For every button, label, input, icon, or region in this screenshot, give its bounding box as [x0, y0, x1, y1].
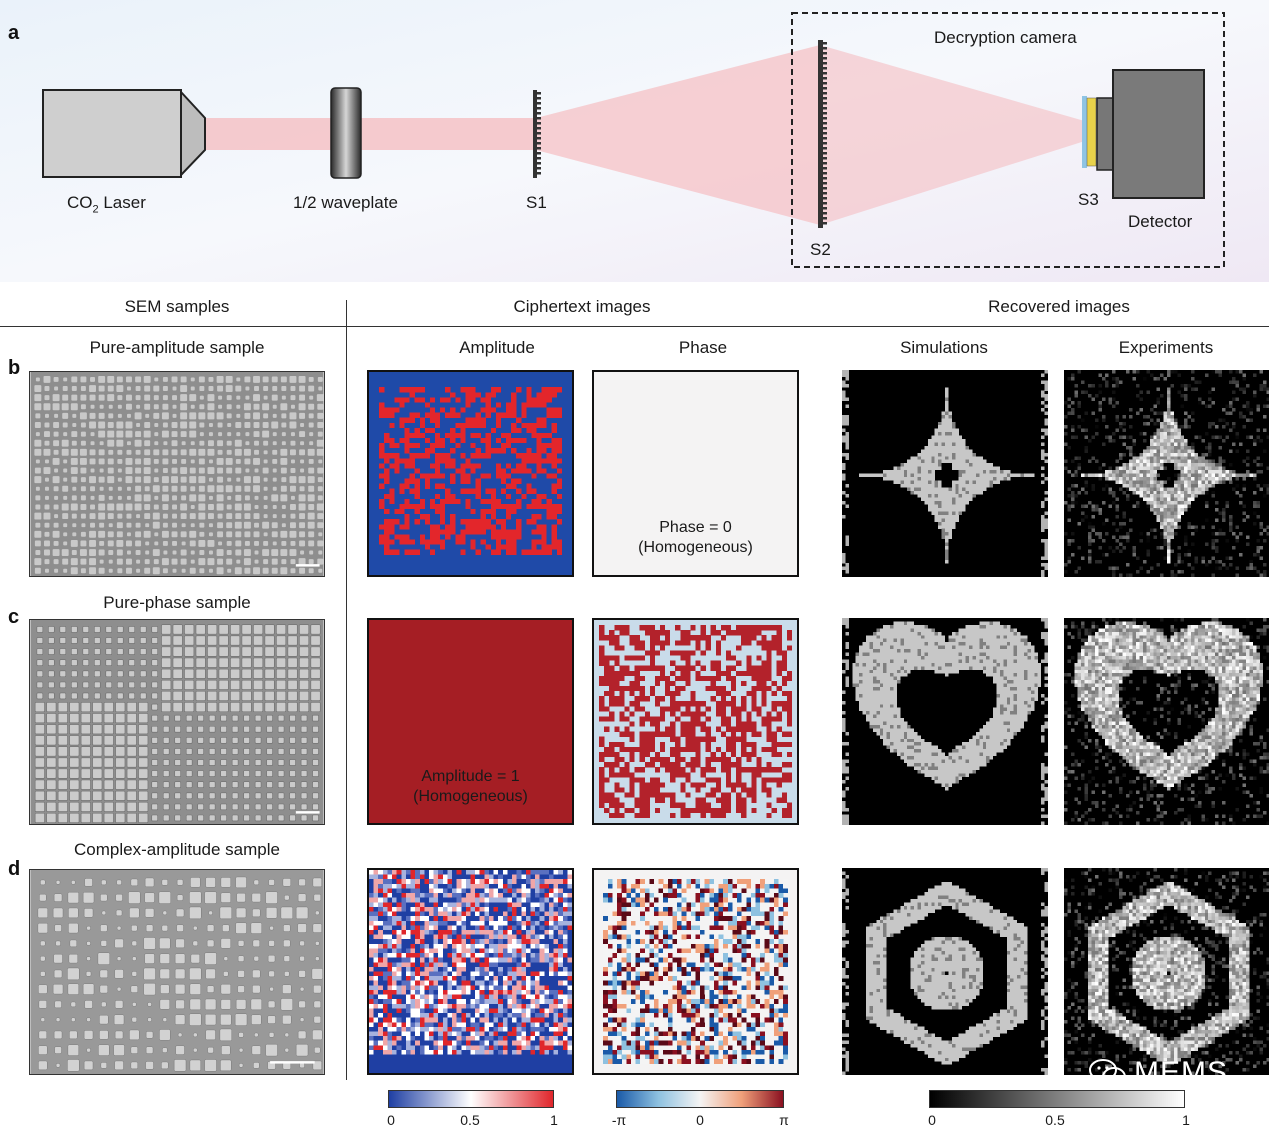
beam-1 — [200, 118, 536, 150]
panel-label-b: b — [8, 357, 21, 379]
phase-image-c — [592, 618, 799, 825]
s3-label: S3 — [1078, 190, 1099, 209]
detector-lens — [1096, 97, 1115, 171]
simulation-image-b — [842, 370, 1048, 577]
phase-note-line2: (Homogeneous) — [638, 539, 753, 556]
waveplate — [330, 87, 362, 179]
laser-label-main: CO — [67, 193, 93, 212]
sem-image-d — [29, 869, 325, 1075]
experiment-image-c — [1064, 618, 1269, 825]
colorbar-phase — [616, 1090, 784, 1108]
simulation-image-d — [842, 868, 1048, 1075]
s3-metasurface — [1082, 96, 1087, 168]
amplitude-image-c: Amplitude = 1 (Homogeneous) — [367, 618, 574, 825]
setup-diagram — [0, 0, 1269, 282]
phase-homogeneous-note: Phase = 0 (Homogeneous) — [594, 518, 797, 558]
column-header-phase: Phase — [678, 338, 728, 357]
detector-body — [1112, 69, 1205, 199]
watermark-text: MEMS — [1134, 1056, 1228, 1089]
camera-box-label: Decryption camera — [934, 28, 1077, 47]
experiment-image-b — [1064, 370, 1269, 577]
laser-label-rest: Laser — [98, 193, 146, 212]
header-divider — [0, 326, 1269, 327]
amp-note-line1: Amplitude = 1 — [421, 768, 520, 785]
colorbar-intensity — [929, 1090, 1185, 1108]
sample-title-b: Pure-amplitude sample — [89, 338, 265, 357]
intensity-tick-2: 1 — [1182, 1112, 1190, 1128]
intensity-tick-1: 0.5 — [1045, 1112, 1065, 1128]
s1-label: S1 — [526, 193, 547, 212]
simulation-image-c — [842, 618, 1048, 825]
wechat-icon — [1088, 1057, 1128, 1089]
sample-title-c: Pure-phase sample — [103, 593, 251, 612]
setup-panel: a CO2 Laser 1/2 waveplate S1 S2 S3 Detec… — [0, 0, 1269, 282]
column-divider — [346, 300, 347, 1080]
laser-label-sub: 2 — [92, 203, 99, 216]
header-ciphertext-images: Ciphertext images — [513, 297, 651, 316]
colorbar-amplitude — [388, 1090, 554, 1108]
s2-metasurface — [818, 40, 827, 228]
column-header-experiments: Experiments — [1118, 338, 1214, 357]
panel-label-d: d — [8, 858, 21, 880]
column-header-simulations: Simulations — [900, 338, 988, 357]
phase-tick-0: -π — [611, 1112, 627, 1128]
phase-image-d — [592, 868, 799, 1075]
s2-label: S2 — [810, 240, 831, 259]
column-header-amplitude: Amplitude — [459, 338, 535, 357]
header-recovered-images: Recovered images — [988, 297, 1130, 316]
phase-image-b: Phase = 0 (Homogeneous) — [592, 370, 799, 577]
panel-label-a: a — [8, 22, 20, 44]
experiment-image-d — [1064, 868, 1269, 1075]
header-sem-samples: SEM samples — [124, 297, 230, 316]
amp-tick-0: 0 — [387, 1112, 395, 1128]
amplitude-homogeneous-note: Amplitude = 1 (Homogeneous) — [369, 767, 572, 807]
panel-label-c: c — [8, 606, 20, 628]
intensity-tick-0: 0 — [928, 1112, 936, 1128]
laser-label: CO2 Laser — [67, 193, 146, 215]
watermark: MEMS — [1088, 1056, 1228, 1090]
beam-3 — [820, 45, 1088, 225]
phase-note-line1: Phase = 0 — [659, 519, 732, 536]
amp-note-line2: (Homogeneous) — [413, 788, 528, 805]
laser-body — [42, 89, 182, 178]
phase-tick-2: π — [779, 1112, 789, 1128]
sem-image-b — [29, 371, 325, 577]
amp-tick-2: 1 — [550, 1112, 558, 1128]
amplitude-image-d — [367, 868, 574, 1075]
s1-metasurface — [533, 90, 541, 178]
laser-nozzle — [180, 89, 206, 178]
sample-title-d: Complex-amplitude sample — [74, 840, 280, 859]
decryption-camera-box — [791, 12, 1225, 268]
phase-tick-1: 0 — [696, 1112, 704, 1128]
detector-label: Detector — [1128, 212, 1193, 231]
waveplate-label: 1/2 waveplate — [293, 193, 398, 212]
beam-2 — [536, 45, 820, 225]
amplitude-image-b — [367, 370, 574, 577]
sem-image-c — [29, 619, 325, 825]
amp-tick-1: 0.5 — [460, 1112, 480, 1128]
